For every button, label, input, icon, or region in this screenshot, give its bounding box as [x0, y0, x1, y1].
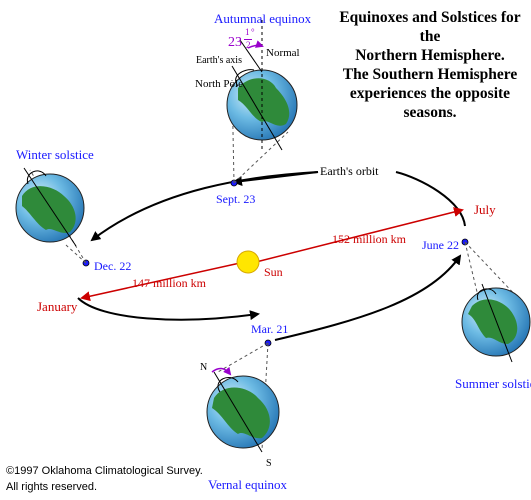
autumnal-equinox-label: Autumnal equinox: [214, 11, 312, 26]
july-label: July: [474, 202, 496, 217]
earth-winter: [15, 167, 85, 247]
tilt-whole: 23: [228, 35, 242, 50]
june22-label: June 22: [422, 238, 459, 252]
dec22-label: Dec. 22: [94, 259, 132, 273]
tilt-numerator: 1: [245, 27, 250, 37]
north-pole-label: North Pole: [195, 78, 243, 90]
earth-vernal: [206, 371, 280, 453]
sept23-label: Sept. 23: [216, 192, 256, 206]
copyright-line-1: ©1997 Oklahoma Climatological Survey.: [6, 465, 203, 477]
earth-summer: [461, 283, 531, 363]
title-line-4: experiences the opposite seasons.: [349, 85, 511, 121]
copyright-line-2: All rights reserved.: [6, 481, 98, 493]
tilt-denominator: 2: [246, 40, 251, 50]
south-marker-label: S: [266, 458, 272, 469]
distance-aphelion-label: 152 million km: [332, 232, 407, 246]
tilt-arc: [247, 40, 264, 49]
tilt-degree: °: [251, 27, 255, 37]
distance-perihelion-label: 147 million km: [132, 276, 207, 290]
tilt-fraction-bar: [244, 39, 252, 40]
title-line-2: Northern Hemisphere.: [355, 47, 505, 64]
title-line-3: The Southern Hemisphere: [342, 66, 518, 83]
winter-solstice-label: Winter solstice: [16, 147, 94, 162]
earths-orbit-label: Earth's orbit: [320, 164, 379, 178]
january-label: January: [37, 299, 78, 314]
diagram-title: Equinoxes and Solstices for the Northern…: [330, 8, 530, 122]
axis-line: [239, 39, 263, 73]
sun: [236, 250, 260, 274]
sun-label: Sun: [264, 265, 283, 279]
vernal-tilt-arc: [211, 366, 232, 376]
earth-orbit: [77, 171, 466, 341]
north-marker-label: N: [200, 362, 208, 373]
earths-axis-label: Earth's axis: [196, 55, 242, 66]
summer-solstice-label: Summer solstice: [455, 376, 531, 391]
normal-label: Normal: [266, 47, 300, 59]
title-line-1: Equinoxes and Solstices for the: [339, 9, 521, 45]
mar21-label: Mar. 21: [251, 322, 289, 336]
vernal-equinox-label: Vernal equinox: [208, 477, 288, 492]
